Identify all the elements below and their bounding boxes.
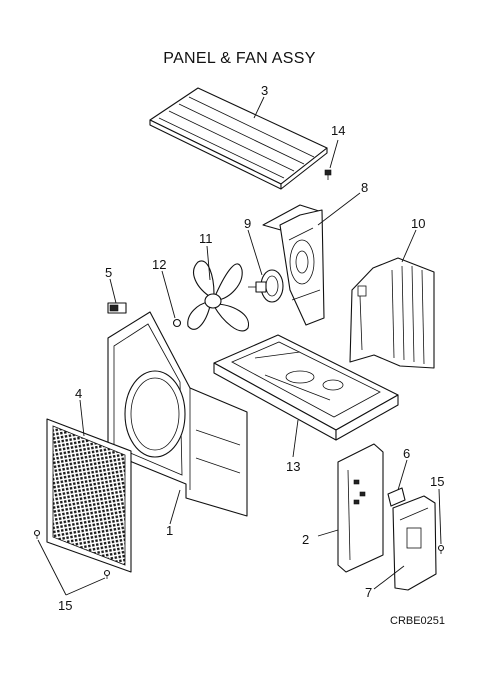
callout-7: 7	[365, 585, 372, 600]
screws-part-15	[33, 529, 445, 579]
callout-14: 14	[331, 123, 345, 138]
service-cover-part-7	[392, 495, 437, 591]
callout-12: 12	[152, 257, 166, 272]
front-panel-part-1	[107, 311, 248, 517]
callout-6: 6	[403, 446, 410, 461]
callout-5: 5	[105, 265, 112, 280]
callout-8: 8	[361, 180, 368, 195]
propeller-fan-part-11	[187, 260, 249, 332]
drawing-code: CRBE0251	[390, 615, 446, 627]
side-panel-part-2	[337, 443, 384, 573]
callout-15-left: 15	[58, 598, 72, 613]
diagram-title: PANEL & FAN ASSY	[163, 50, 316, 67]
motor-bracket-part-8	[262, 204, 325, 326]
callout-1: 1	[166, 523, 173, 538]
fan-motor-part-9	[248, 269, 284, 303]
callout-2: 2	[302, 532, 309, 547]
nut-part-12	[172, 318, 182, 328]
front-grille-part-4	[46, 418, 132, 573]
partition-plate-part-10	[349, 257, 435, 369]
top-panel-part-3	[149, 87, 328, 190]
leader-lines	[37, 96, 442, 596]
callout-4: 4	[75, 386, 82, 401]
callout-11: 11	[199, 231, 213, 246]
callout-13: 13	[286, 459, 300, 474]
callout-3: 3	[261, 83, 268, 98]
small-cover-part-6	[387, 487, 406, 507]
base-pan-part-13	[213, 334, 399, 441]
small-part-5	[107, 302, 127, 314]
callout-9: 9	[244, 216, 251, 231]
callout-15-right: 15	[430, 474, 444, 489]
screw-part-14	[324, 169, 332, 180]
callout-10: 10	[411, 216, 425, 231]
